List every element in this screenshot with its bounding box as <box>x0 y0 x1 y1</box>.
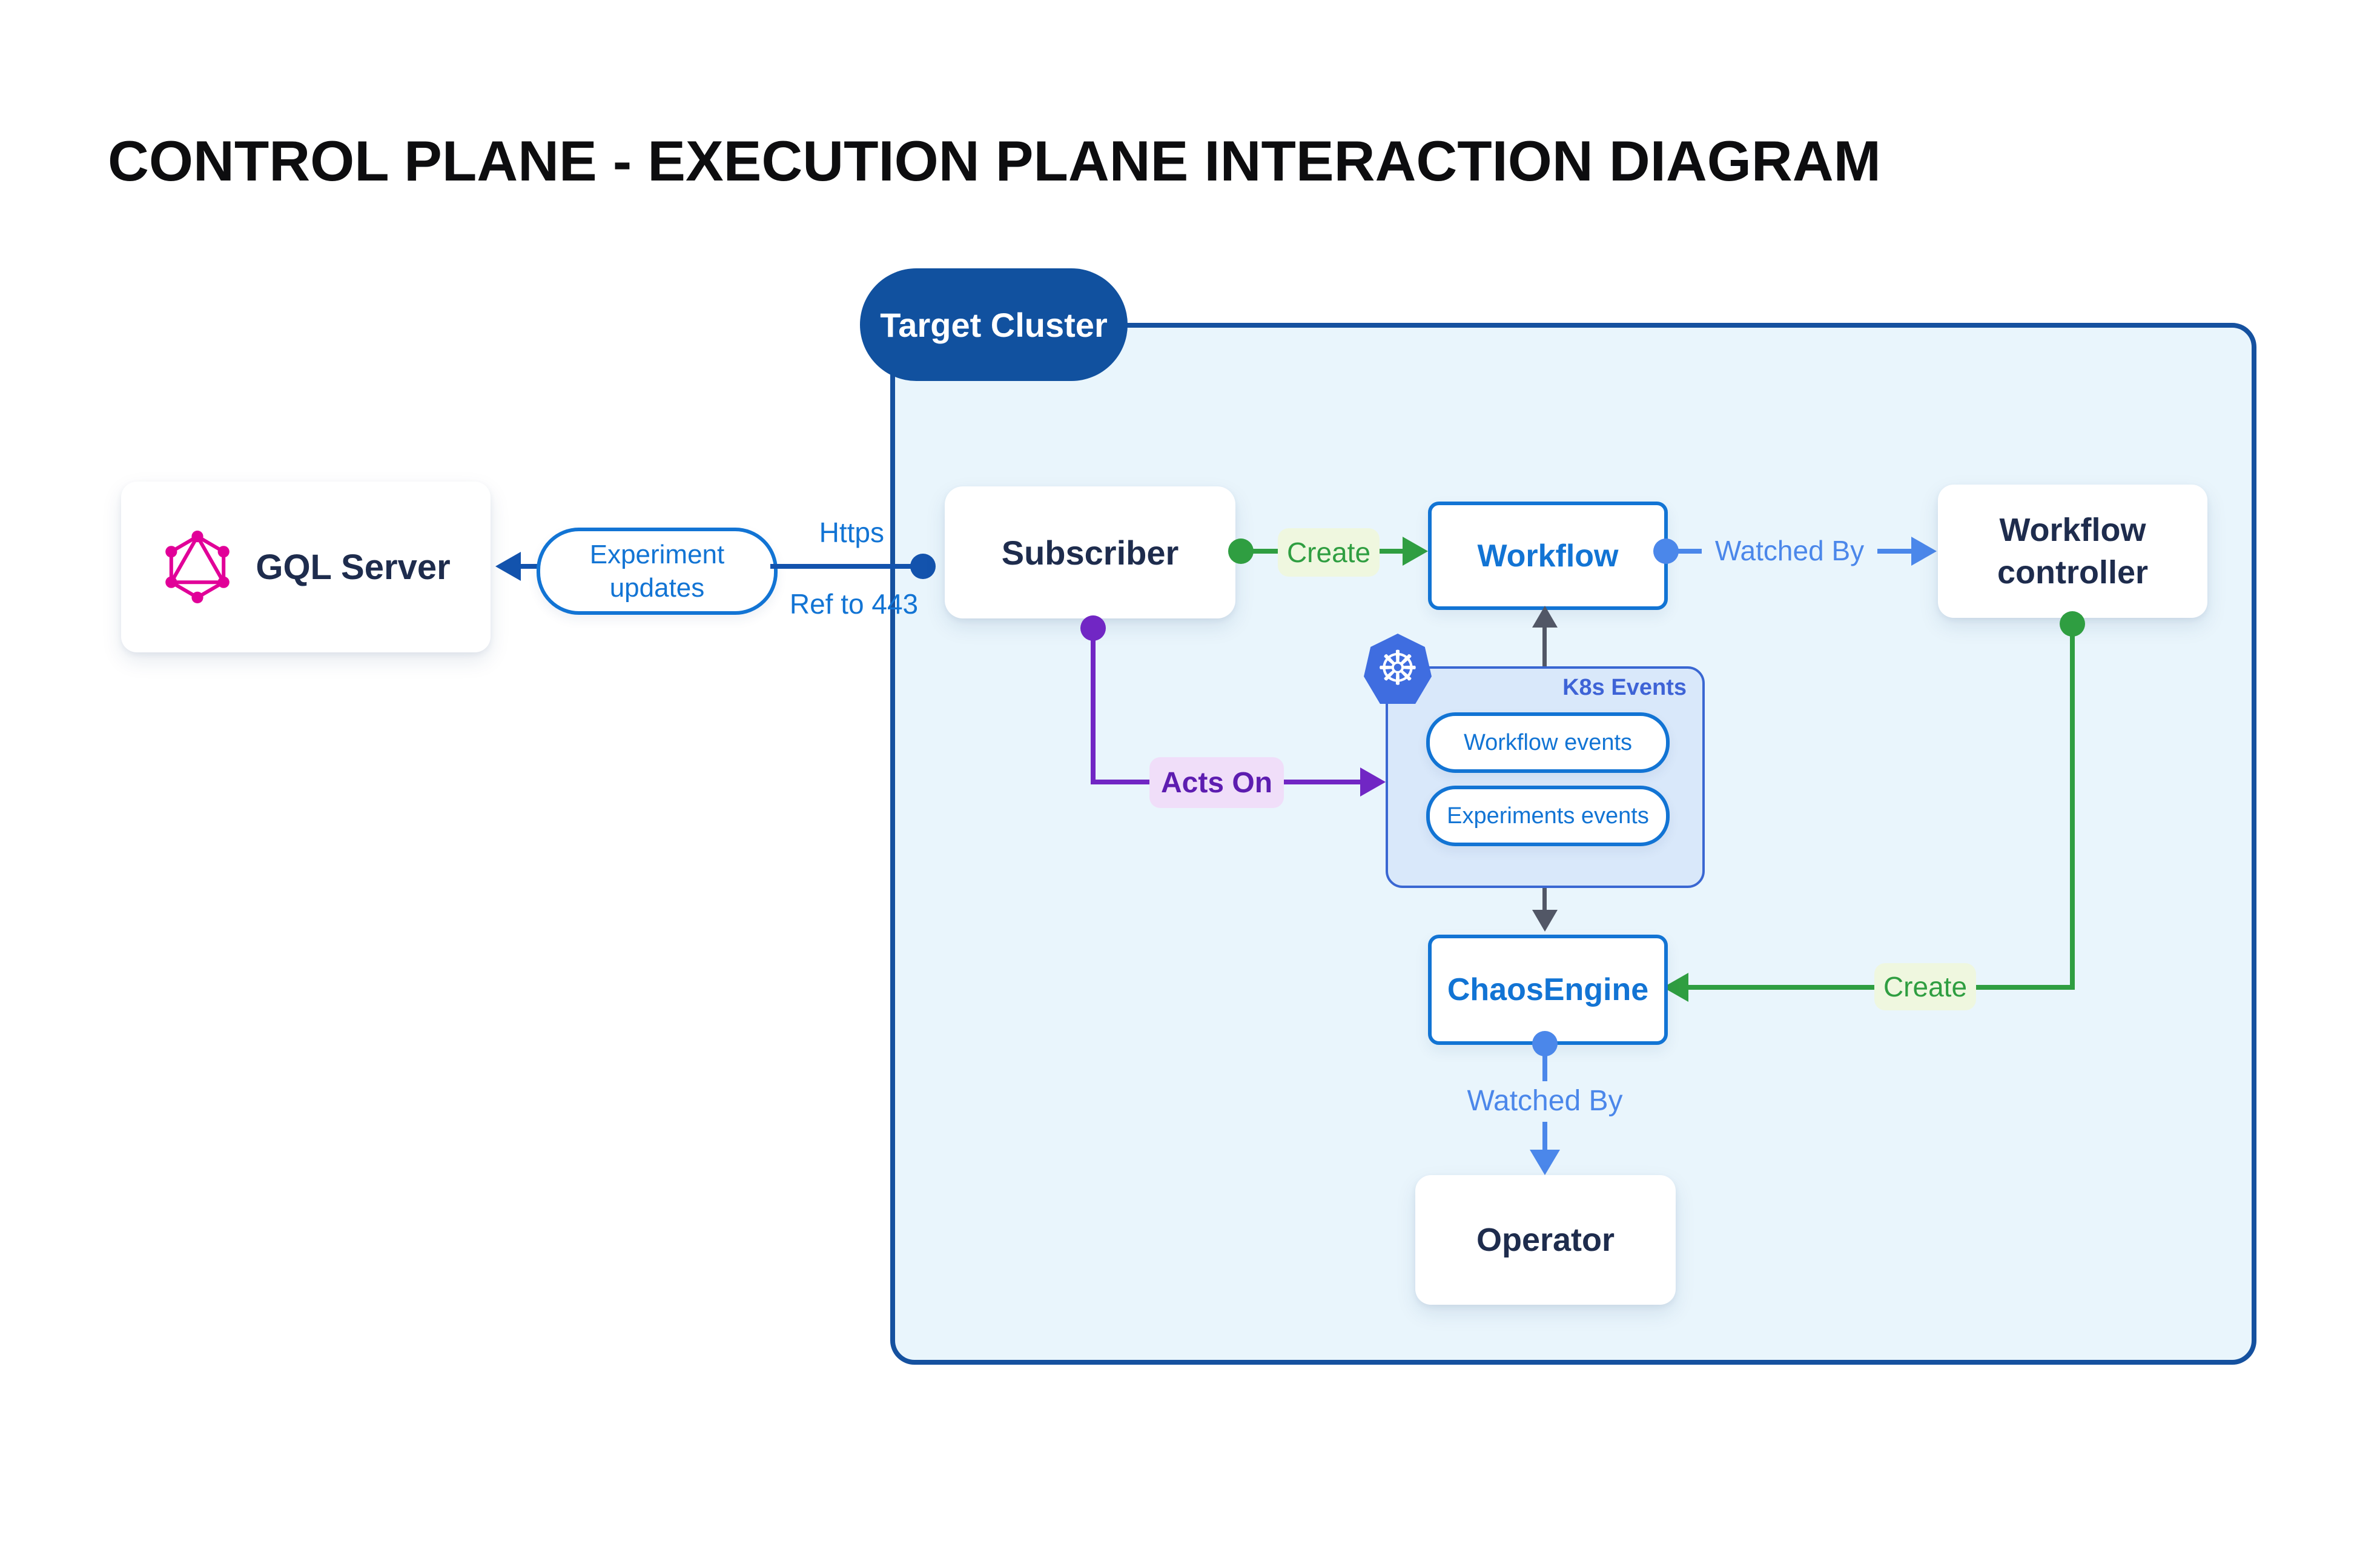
edge-gql-line-left <box>518 564 538 569</box>
edge-acts-on-vline <box>1091 628 1096 784</box>
node-subscriber-label: Subscriber <box>1001 533 1179 572</box>
pill-workflow-events-label: Workflow events <box>1463 729 1633 755</box>
graphql-icon <box>161 531 234 603</box>
arrowhead-up-to-workflow <box>1532 606 1558 628</box>
page-title: CONTROL PLANE - EXECUTION PLANE INTERACT… <box>108 129 1881 193</box>
create-left-badge: Create <box>1278 528 1380 577</box>
node-workflow-controller-label: Workflow controller <box>1997 511 2149 591</box>
arrowhead-to-k8s-events <box>1360 767 1386 797</box>
node-chaosengine-label: ChaosEngine <box>1447 972 1649 1007</box>
k8s-events-panel <box>1386 666 1705 888</box>
pill-workflow-events: Workflow events <box>1426 712 1670 773</box>
edge-watched-by-bottom-line2 <box>1542 1122 1547 1152</box>
node-gql-server: GQL Server <box>121 482 491 652</box>
edge-create-left-line2 <box>1380 549 1404 554</box>
node-operator-label: Operator <box>1476 1222 1615 1258</box>
node-subscriber: Subscriber <box>945 486 1235 618</box>
arrowhead-to-workflow <box>1403 537 1428 566</box>
edge-watched-by-bottom-line1 <box>1542 1044 1547 1081</box>
edge-gql-line-right <box>770 564 925 569</box>
arrowhead-down-to-chaosengine <box>1532 910 1558 932</box>
connector-dot-subscriber-left <box>910 554 936 579</box>
experiment-updates-label: Experiment updates <box>589 540 725 603</box>
node-operator: Operator <box>1415 1175 1676 1305</box>
arrowhead-to-gql-server <box>495 552 521 581</box>
arrowhead-to-operator <box>1530 1150 1560 1175</box>
ref-to-443-label: Ref to 443 <box>789 588 919 620</box>
kubernetes-icon: ☸ <box>1364 634 1432 704</box>
watched-by-top-label: Watched By <box>1714 535 1865 566</box>
node-workflow-label: Workflow <box>1477 538 1619 574</box>
arrowhead-to-workflow-controller <box>1911 537 1937 566</box>
target-cluster-label: Target Cluster <box>880 305 1108 344</box>
pill-experiments-events: Experiments events <box>1426 786 1670 846</box>
target-cluster-pill: Target Cluster <box>860 268 1128 381</box>
edge-create-right-vline <box>2070 624 2075 985</box>
node-workflow: Workflow <box>1428 502 1668 610</box>
node-workflow-controller: Workflow controller <box>1938 485 2207 618</box>
pill-experiments-events-label: Experiments events <box>1447 803 1649 829</box>
create-right-badge: Create <box>1874 963 1976 1010</box>
edge-watched-by-top-line2 <box>1877 549 1912 554</box>
acts-on-badge: Acts On <box>1149 757 1284 808</box>
watched-by-bottom-label: Watched By <box>1467 1085 1623 1117</box>
node-gql-server-label: GQL Server <box>256 547 451 587</box>
k8s-events-label: K8s Events <box>1562 675 1687 700</box>
edge-create-left-line1 <box>1241 549 1278 554</box>
experiment-updates-badge: Experiment updates <box>537 528 778 615</box>
node-chaosengine: ChaosEngine <box>1428 935 1668 1045</box>
edge-watched-by-top-line1 <box>1673 549 1702 554</box>
edge-k8s-chain-vline1 <box>1542 625 1547 704</box>
https-label: Https <box>819 517 884 548</box>
